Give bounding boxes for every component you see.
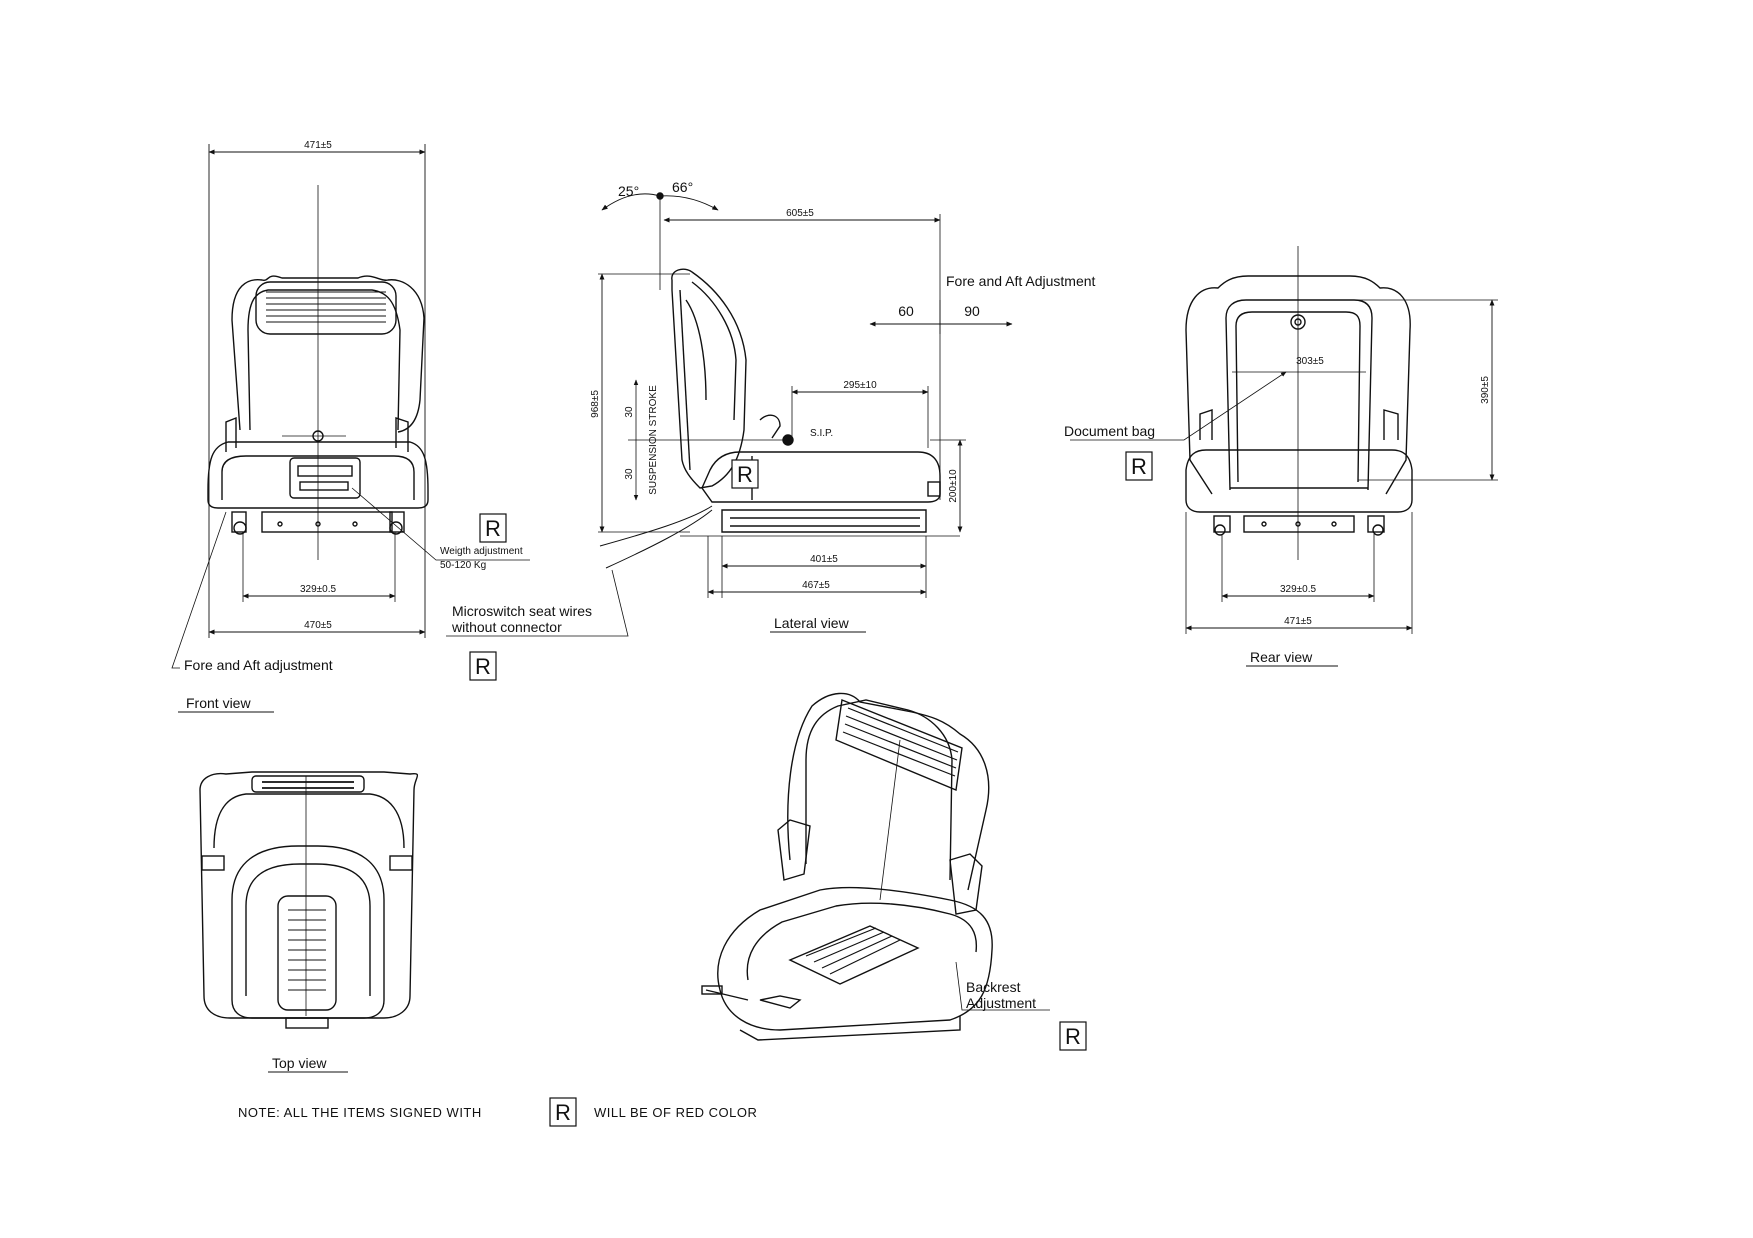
lateral-wires-label-2: without connector xyxy=(451,619,562,635)
red-mark-letter: R xyxy=(1131,454,1147,479)
rear-dim-height: 390±5 xyxy=(1480,376,1491,404)
lateral-stroke-up: 30 xyxy=(624,406,635,418)
red-mark-rear-doc-bag: R xyxy=(1125,451,1153,481)
top-view xyxy=(199,771,419,1073)
front-dim-bottom: 470±5 xyxy=(304,620,332,631)
rear-view-caption: Rear view xyxy=(1250,649,1313,665)
lateral-stroke-down: 30 xyxy=(624,468,635,480)
lateral-dim-base: 401±5 xyxy=(810,554,838,565)
red-mark-letter: R xyxy=(485,516,501,541)
rear-view-texts: 303±5 390±5 Document bag 329±0.5 471±5 R… xyxy=(1064,356,1491,665)
red-mark-front-weight: R xyxy=(479,513,507,543)
red-mark-letter: R xyxy=(1065,1024,1081,1049)
red-mark-iso-backrest: R xyxy=(1059,1021,1087,1051)
iso-backrest-label-2: Adjustment xyxy=(966,995,1036,1011)
lateral-suspension-label: SUSPENSION STROKE xyxy=(648,385,659,495)
lateral-view-texts: 25° 66° 605±5 Fore and Aft Adjustment 60… xyxy=(451,179,1096,635)
front-view xyxy=(171,144,530,713)
lateral-dim-top: 605±5 xyxy=(786,208,814,219)
red-mark-letter: R xyxy=(475,654,491,679)
isometric-view xyxy=(701,692,1050,1041)
red-mark-letter: R xyxy=(555,1100,571,1125)
lateral-dim-seat-height: 200±10 xyxy=(948,469,959,503)
rear-doc-bag-label: Document bag xyxy=(1064,423,1155,439)
rear-view xyxy=(1070,246,1498,667)
note-suffix: WILL BE OF RED COLOR xyxy=(594,1105,757,1120)
front-dim-mid: 329±0.5 xyxy=(300,584,337,595)
front-dim-top: 471±5 xyxy=(304,140,332,151)
front-weight-label-2: 50-120 Kg xyxy=(440,560,486,571)
front-fore-aft-label: Fore and Aft adjustment xyxy=(184,657,333,673)
lateral-fore-aft-title: Fore and Aft Adjustment xyxy=(946,273,1096,289)
lateral-fore-aft-fwd: 90 xyxy=(964,303,980,319)
red-mark-note: R xyxy=(549,1097,577,1127)
lateral-dim-base-total: 467±5 xyxy=(802,580,830,591)
top-view-texts: Top view xyxy=(272,1055,327,1071)
lateral-sip: S.I.P. xyxy=(810,428,833,439)
red-mark-front-fore-aft: R xyxy=(469,651,497,681)
lateral-dim-seat: 295±10 xyxy=(843,380,877,391)
rear-dim-inner: 303±5 xyxy=(1296,356,1324,367)
lateral-angle-back: 25° xyxy=(618,183,639,199)
lateral-view-caption: Lateral view xyxy=(774,615,850,631)
lateral-fore-aft-back: 60 xyxy=(898,303,914,319)
lateral-dim-height: 968±5 xyxy=(590,390,601,418)
front-weight-label-1: Weigth adjustment xyxy=(440,546,523,557)
red-mark-letter: R xyxy=(737,462,753,487)
front-view-texts: 471±5 329±0.5 470±5 Weigth adjustment 50… xyxy=(184,140,523,711)
lateral-wires-label-1: Microswitch seat wires xyxy=(452,603,592,619)
lateral-angle-fwd: 66° xyxy=(672,179,693,195)
rear-dim-bottom: 471±5 xyxy=(1284,616,1312,627)
iso-backrest-label-1: Backrest xyxy=(966,979,1021,995)
lateral-view xyxy=(446,192,1013,637)
note-prefix: NOTE: ALL THE ITEMS SIGNED WITH xyxy=(238,1105,482,1120)
red-mark-lateral-handle: R xyxy=(731,459,759,489)
red-color-note: NOTE: ALL THE ITEMS SIGNED WITH R WILL B… xyxy=(238,1097,757,1127)
top-view-caption: Top view xyxy=(272,1055,327,1071)
rear-dim-mid: 329±0.5 xyxy=(1280,584,1317,595)
front-view-caption: Front view xyxy=(186,695,251,711)
isometric-view-texts: Backrest Adjustment xyxy=(966,979,1036,1011)
